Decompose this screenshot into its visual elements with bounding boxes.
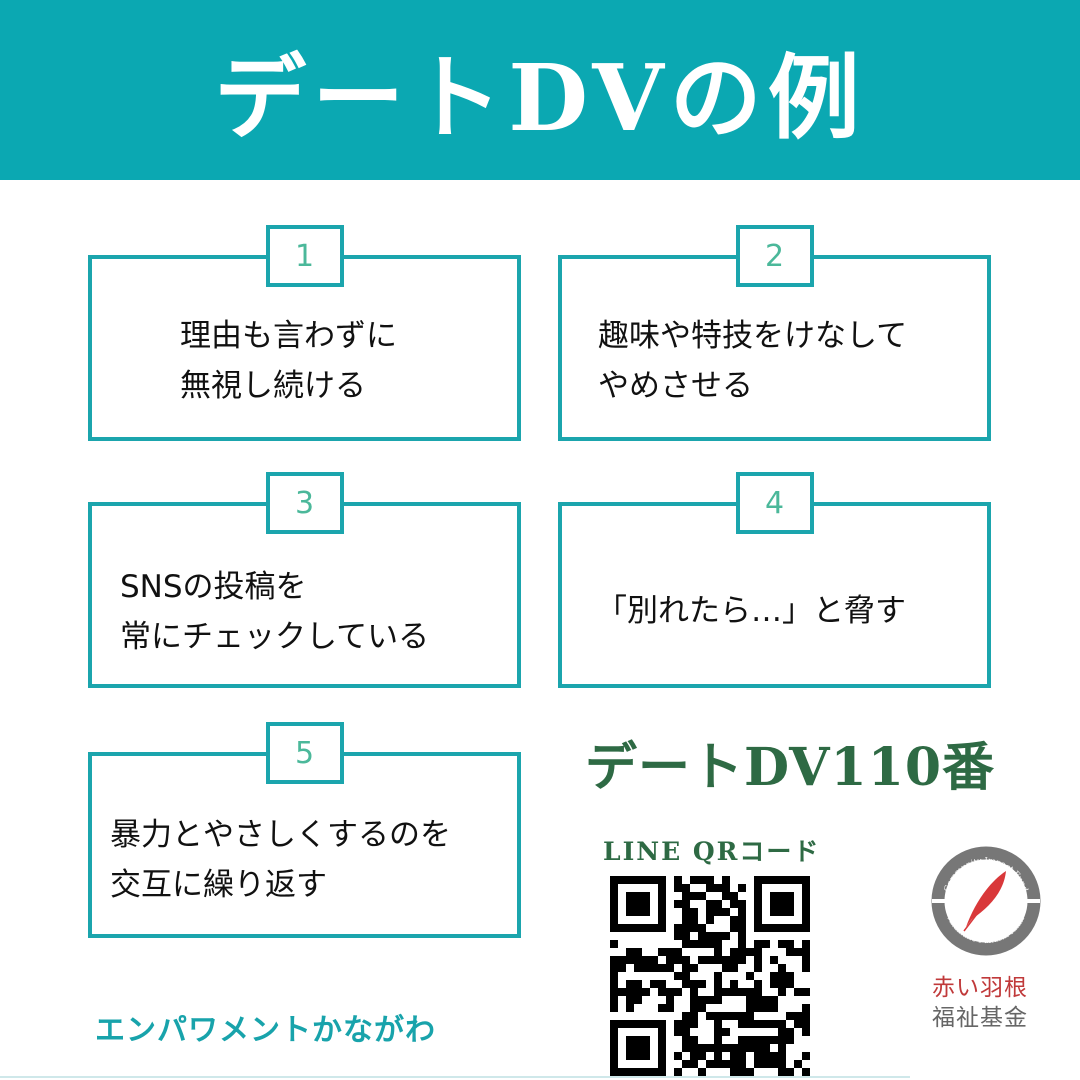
logo-name-line2: 福祉基金 <box>932 1005 1028 1031</box>
card-text: 無視し続ける <box>180 368 366 404</box>
card-text: SNSの投稿を <box>120 569 307 605</box>
logo-name-line1: 赤い羽根 <box>932 975 1028 1001</box>
page-title: デートDVの例 <box>214 43 866 152</box>
line-qr-code[interactable] <box>610 876 810 1076</box>
card-text: 暴力とやさしくするのを <box>110 817 451 853</box>
card-number: 2 <box>735 225 814 287</box>
card-number: 4 <box>735 472 814 534</box>
card-text: 「別れたら…」と脅す <box>596 593 906 629</box>
example-card-1: 1 理由も言わずに無視し続ける <box>88 225 521 441</box>
qr-label: LINE QRコード <box>603 837 821 866</box>
example-card-5: 5 暴力とやさしくするのを交互に繰り返す <box>88 722 521 938</box>
card-text: 趣味や特技をけなして <box>598 318 908 354</box>
card-text: 理由も言わずに <box>180 318 397 354</box>
card-text: 交互に繰り返す <box>110 867 327 903</box>
example-card-4: 4 「別れたら…」と脅す <box>558 472 991 688</box>
header-banner: デートDVの例 <box>0 0 1080 180</box>
card-number: 3 <box>265 472 344 534</box>
organization-name: エンパワメントかながわ <box>95 1013 436 1048</box>
example-card-3: 3 SNSの投稿を常にチェックしている <box>88 472 521 688</box>
card-number: 1 <box>265 225 344 287</box>
example-card-2: 2 趣味や特技をけなしてやめさせる <box>558 225 991 441</box>
hotline-title: デートDV110番 <box>585 737 996 798</box>
card-text: 常にチェックしている <box>120 619 430 655</box>
card-number: 5 <box>265 722 344 784</box>
divider <box>0 1076 910 1078</box>
akaihane-logo: Community Impact Fund Akaihane Fukushi K… <box>931 846 1041 956</box>
card-text: やめさせる <box>598 368 753 404</box>
feather-icon <box>966 871 1006 927</box>
